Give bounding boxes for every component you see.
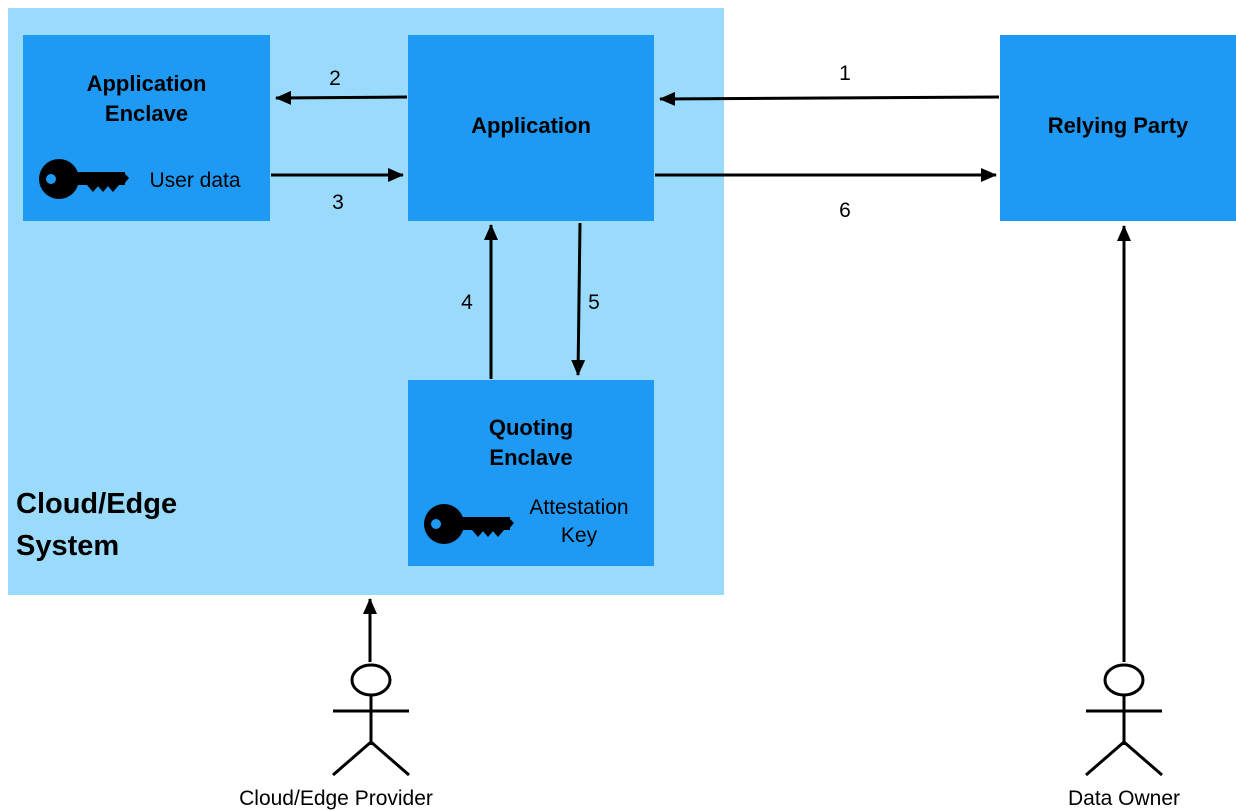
arrow-2 xyxy=(275,90,408,105)
application-enclave-title: Application Enclave xyxy=(86,71,207,126)
owner-label: Data Owner xyxy=(1067,787,1181,810)
application-box[interactable]: Application xyxy=(408,35,654,221)
key-icon xyxy=(39,159,129,199)
provider-label: Cloud/Edge Provider xyxy=(239,787,433,810)
stick-figure-icon xyxy=(1085,663,1163,777)
attestation-key-label: Attestation Key xyxy=(529,496,629,547)
user-data-label: User data xyxy=(149,169,241,192)
arrow-5 xyxy=(571,222,586,376)
system-label: Cloud/Edge System xyxy=(16,488,178,562)
application-enclave-box[interactable]: Application Enclave User data xyxy=(23,35,270,221)
quoting-enclave-title: Quoting Enclave xyxy=(488,415,574,470)
arrow-label-5: 5 xyxy=(588,291,600,314)
key-icon xyxy=(424,504,514,544)
arrow-1 xyxy=(659,91,1000,106)
arrow-label-4: 4 xyxy=(461,291,473,314)
quoting-enclave-box[interactable]: Quoting Enclave Attestation Key xyxy=(408,380,654,566)
stick-figure-icon xyxy=(332,663,410,777)
relying-party-title: Relying Party xyxy=(1047,113,1189,138)
relying-party-box[interactable]: Relying Party xyxy=(1000,35,1236,221)
arrow-label-3: 3 xyxy=(332,191,344,214)
arrow-label-6: 6 xyxy=(839,199,851,222)
application-title: Application xyxy=(471,113,591,138)
arrow-label-2: 2 xyxy=(329,67,341,90)
arrow-label-1: 1 xyxy=(839,62,851,85)
